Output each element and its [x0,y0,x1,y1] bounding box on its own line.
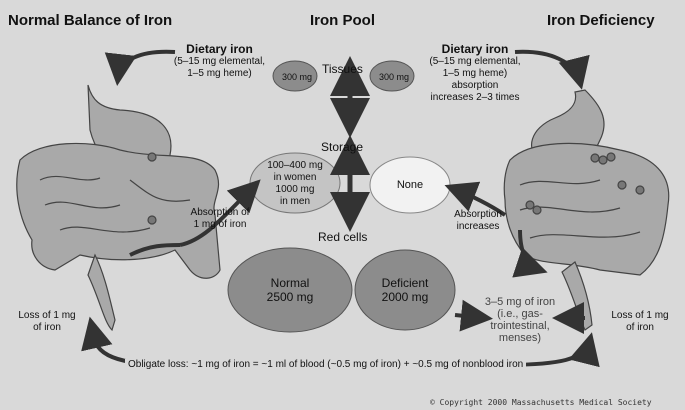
left-header: Normal Balance of Iron [8,12,172,29]
red-cells-value-right: Deficient 2000 mg [373,276,437,304]
copyright-notice: © Copyright 2000 Massachusetts Medical S… [430,398,652,407]
tissues-label: Tissues [322,62,363,76]
red-cells-value-left: Normal 2500 mg [255,276,325,304]
obligate-loss-text: Obligate loss: ~1 mg of iron = ~1 ml of … [125,359,526,370]
left-dietary-arrow [118,52,175,78]
left-dietary-block: Dietary iron (5–15 mg elemental, 1–5 mg … [172,42,267,80]
right-header: Iron Deficiency [547,12,655,29]
storage-label: Storage [321,140,363,154]
tissue-value-right: 300 mg [379,71,409,83]
storage-value-right: None [385,179,435,191]
left-loss-label: Loss of 1 mg of iron [12,310,82,334]
extra-loss-label: 3–5 mg of iron (i.e., gas- trointestinal… [480,296,560,344]
tissue-value-left: 300 mg [282,71,312,83]
red-cells-label: Red cells [318,230,367,244]
right-loss-label: Loss of 1 mg of iron [605,310,675,334]
center-header: Iron Pool [310,12,375,29]
storage-value-left: 100–400 mg in women 1000 mg in men [255,160,335,208]
left-absorption-label: Absorption of 1 mg of iron [185,207,255,231]
right-dietary-block: Dietary iron (5–15 mg elemental, 1–5 mg … [425,42,525,104]
right-digestive-illustration [504,90,668,330]
right-absorption-label: Absorption increases [448,209,508,233]
